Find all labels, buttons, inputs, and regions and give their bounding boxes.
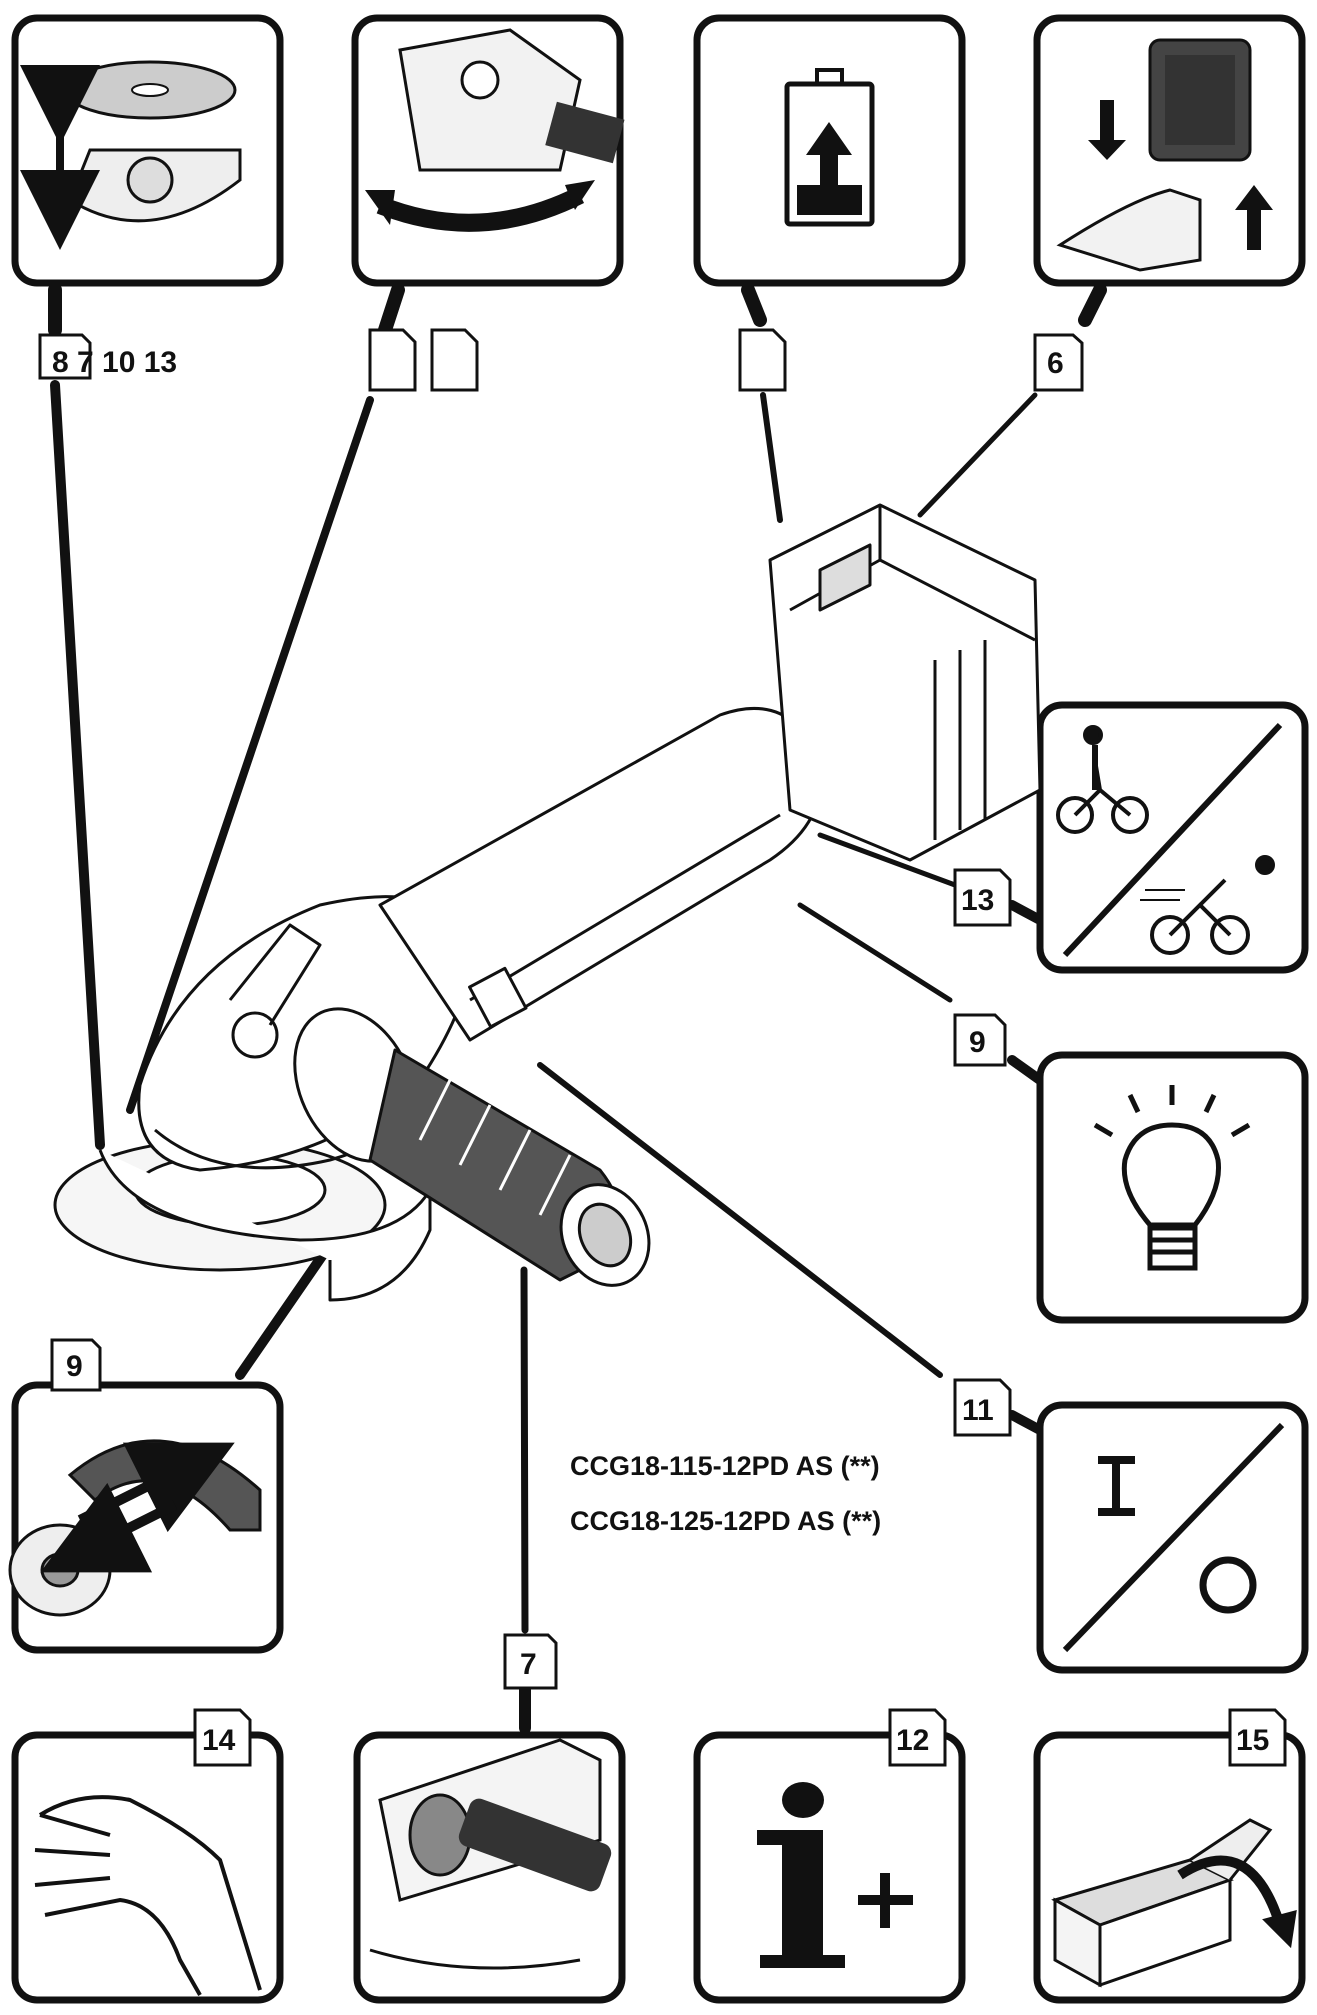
ref-tag-top-right: 6 [1033, 333, 1084, 392]
panel-hand [11, 1731, 284, 2004]
ref-tag-right-upper: 13 [953, 868, 1012, 927]
model-name-2: CCG18-125-12PD AS (**) [570, 1506, 881, 1536]
document-icon [430, 328, 479, 392]
ref-tag-bottom-right: 15 [1228, 1708, 1287, 1767]
guard-adjust-icon [8, 1439, 262, 1617]
ref-label-left-middle: 9 [66, 1350, 83, 1383]
ref-label-bottom-left: 14 [202, 1724, 236, 1757]
on-off-switch-icon [1062, 1422, 1285, 1653]
lamp-icon [1093, 1085, 1251, 1271]
ref-label-bottom-center-right: 12 [896, 1724, 929, 1757]
panel-on-off [1036, 1401, 1309, 1674]
ref-tag-bottom-left: 14 [193, 1708, 252, 1767]
document-icon [368, 328, 417, 392]
disc-mounting-icon [20, 60, 242, 250]
leader-lines [48, 283, 1107, 1734]
ref-label-top-left: 8 7 10 13 [52, 346, 177, 379]
panel-battery-insert [1033, 14, 1306, 287]
panel-info [693, 1731, 966, 2004]
hand-icon [34, 1795, 262, 1996]
angle-grinder [53, 503, 1042, 1302]
ref-label-bottom-center-left: 7 [520, 1648, 537, 1681]
battery-charge-icon [784, 68, 875, 227]
panel-guard-adjust [8, 1381, 284, 1654]
document-icon [738, 328, 787, 392]
ref-label-right-middle: 9 [969, 1026, 986, 1059]
panel-disc-mounting [11, 14, 284, 287]
model-name-1: CCG18-115-12PD AS (**) [570, 1451, 880, 1481]
ref-tag-right-lower: 11 [953, 1378, 1012, 1437]
ref-label-top-right: 6 [1047, 347, 1064, 380]
panel-packaging [1033, 1731, 1306, 2004]
ref-tag-bottom-center-left: 7 [503, 1633, 558, 1690]
ref-label-bottom-right: 15 [1236, 1724, 1269, 1757]
panel-speed-setting [1036, 701, 1309, 974]
panel-guard-rotation [351, 14, 625, 287]
ref-tag-right-middle: 9 [953, 1013, 1007, 1067]
doc-icons-top-center [368, 328, 787, 392]
ref-label-right-upper: 13 [961, 884, 994, 917]
panel-handle-mount [353, 1731, 626, 2004]
guard-rotation-icon [365, 28, 625, 232]
packaging-icon [1051, 1818, 1297, 1988]
speed-setting-icon [1056, 722, 1283, 958]
ref-tag-left-middle: 9 [50, 1338, 102, 1392]
panel-battery-charge [693, 14, 966, 287]
battery-insert-icon [1056, 38, 1273, 272]
panel-lamp [1036, 1051, 1309, 1324]
ref-tag-bottom-center-right: 12 [888, 1708, 947, 1767]
ref-label-right-lower: 11 [962, 1394, 994, 1427]
handle-mount-icon [369, 1738, 612, 1970]
info-plus-icon [757, 1782, 913, 1968]
ref-tag-top-left: 8 7 10 13 [38, 333, 177, 380]
